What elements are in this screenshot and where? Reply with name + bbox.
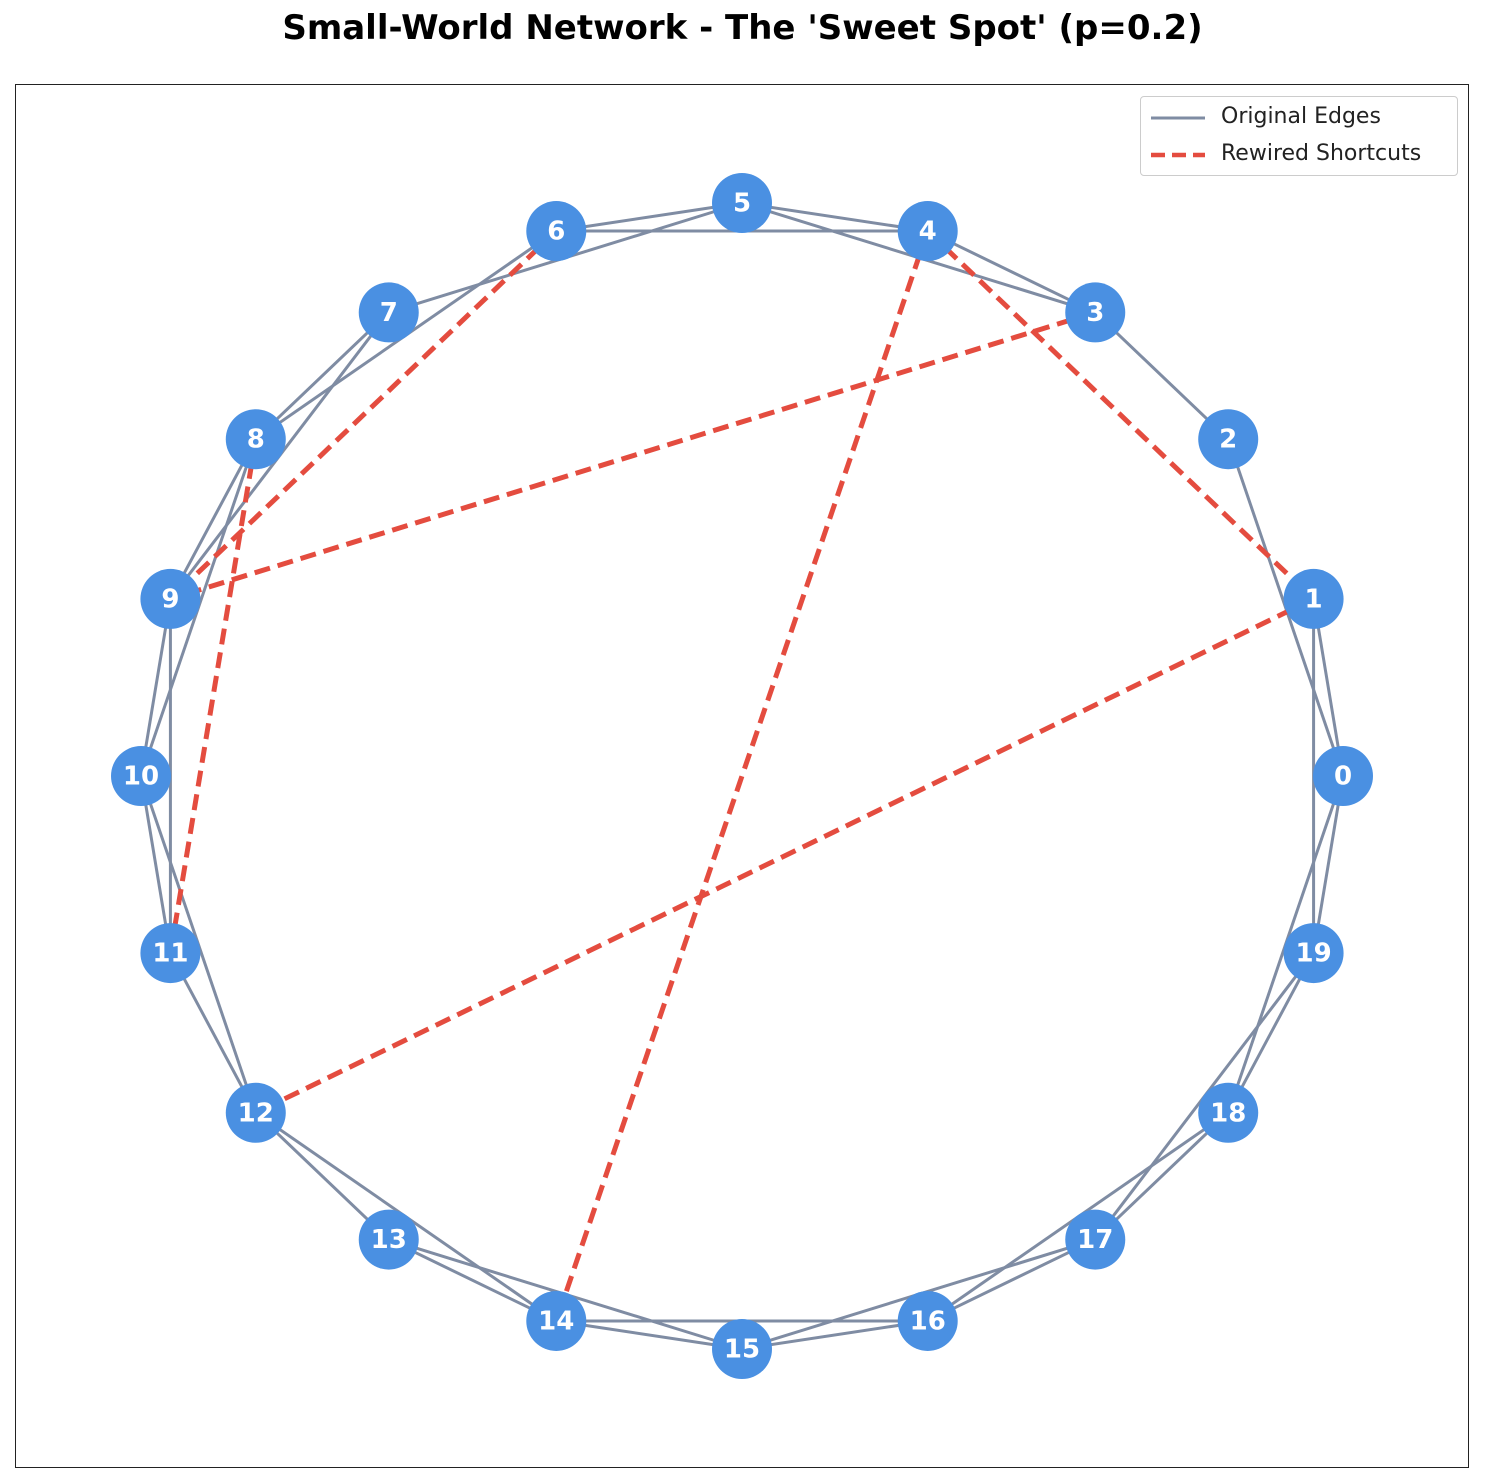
legend-label-original: Original Edges [1221, 104, 1381, 129]
node-5: 5 [712, 173, 772, 233]
shortcut-edge-3-9 [169, 310, 1096, 602]
shortcut-edge-6-9 [168, 229, 559, 601]
original-edge-15-16 [741, 1319, 928, 1351]
node-label: 5 [733, 189, 751, 219]
node-circle [225, 409, 286, 470]
node-9: 9 [140, 568, 201, 629]
node-13: 13 [358, 1209, 419, 1270]
node-label: 2 [1219, 425, 1237, 455]
shortcut-edge-4-14 [553, 230, 931, 1322]
node-11: 11 [140, 923, 201, 984]
node-label: 7 [380, 298, 398, 328]
original-edge-14-15 [556, 1319, 743, 1351]
node-circle [1065, 282, 1126, 343]
original-edge-8-9 [169, 438, 258, 600]
node-circle [358, 282, 419, 343]
node-circle [1283, 568, 1344, 629]
node-0: 0 [1313, 746, 1373, 806]
shortcut-edge-1-12 [254, 596, 1315, 1116]
node-circle [1313, 746, 1373, 806]
node-label: 14 [538, 1306, 574, 1336]
node-circle [1283, 923, 1344, 984]
node-16: 16 [897, 1290, 958, 1351]
node-1: 1 [1283, 568, 1344, 629]
legend: Original Edges Rewired Shortcuts [1140, 96, 1458, 176]
node-label: 3 [1086, 298, 1104, 328]
node-19: 19 [1283, 923, 1344, 984]
solid-line-icon [1151, 116, 1205, 120]
node-circle [712, 173, 772, 233]
original-edge-17-18 [1094, 1111, 1230, 1241]
node-label: 1 [1305, 584, 1323, 614]
node-18: 18 [1198, 1082, 1259, 1143]
original-edge-7-8 [254, 311, 390, 441]
node-label: 19 [1295, 939, 1331, 969]
node-label: 9 [161, 584, 179, 614]
node-circle [526, 201, 587, 262]
node-circle [897, 1290, 958, 1351]
dashed-line-icon [1151, 152, 1205, 158]
legend-entry-original: Original Edges [1141, 102, 1457, 132]
node-label: 0 [1334, 762, 1352, 792]
original-edge-12-13 [254, 1111, 390, 1241]
original-edge-13-14 [388, 1238, 557, 1323]
shortcut-edge-4-1 [925, 229, 1316, 601]
node-label: 11 [152, 939, 188, 969]
shortcut-edge-8-11 [167, 438, 259, 954]
node-6: 6 [526, 201, 587, 262]
node-circle [1198, 1082, 1259, 1143]
node-circle [712, 1319, 772, 1379]
node-circle [111, 746, 171, 806]
chart-title: Small-World Network - The 'Sweet Spot' (… [282, 8, 1203, 48]
node-12: 12 [225, 1082, 286, 1143]
node-10: 10 [111, 746, 171, 806]
node-circle [358, 1209, 419, 1270]
node-label: 18 [1210, 1098, 1246, 1128]
shortcut-edges-group [167, 229, 1316, 1322]
original-edge-16-17 [927, 1238, 1096, 1323]
node-label: 16 [910, 1306, 946, 1336]
node-15: 15 [712, 1319, 772, 1379]
node-14: 14 [526, 1290, 587, 1351]
node-label: 8 [247, 425, 265, 455]
original-edge-2-3 [1094, 311, 1230, 441]
node-label: 17 [1077, 1225, 1113, 1255]
node-circle [526, 1290, 587, 1351]
node-label: 10 [123, 762, 159, 792]
plot-area [15, 84, 1469, 1468]
original-edge-4-5 [741, 201, 928, 233]
node-8: 8 [225, 409, 286, 470]
node-label: 13 [371, 1225, 407, 1255]
node-label: 4 [919, 217, 937, 247]
original-edge-3-4 [927, 229, 1096, 314]
node-circle [1198, 409, 1259, 470]
node-label: 15 [724, 1335, 760, 1365]
node-4: 4 [897, 201, 958, 262]
node-circle [897, 201, 958, 262]
legend-label-rewired: Rewired Shortcuts [1221, 141, 1422, 166]
original-edge-5-6 [556, 201, 743, 233]
node-7: 7 [358, 282, 419, 343]
node-2: 2 [1198, 409, 1259, 470]
node-circle [140, 923, 201, 984]
node-label: 6 [547, 217, 565, 247]
node-3: 3 [1065, 282, 1126, 343]
legend-entry-rewired: Rewired Shortcuts [1141, 139, 1457, 169]
node-circle [225, 1082, 286, 1143]
node-circle [1065, 1209, 1126, 1270]
original-edge-11-12 [169, 952, 258, 1114]
original-edge-18-19 [1226, 952, 1315, 1114]
node-circle [140, 568, 201, 629]
node-label: 12 [238, 1098, 274, 1128]
node-17: 17 [1065, 1209, 1126, 1270]
